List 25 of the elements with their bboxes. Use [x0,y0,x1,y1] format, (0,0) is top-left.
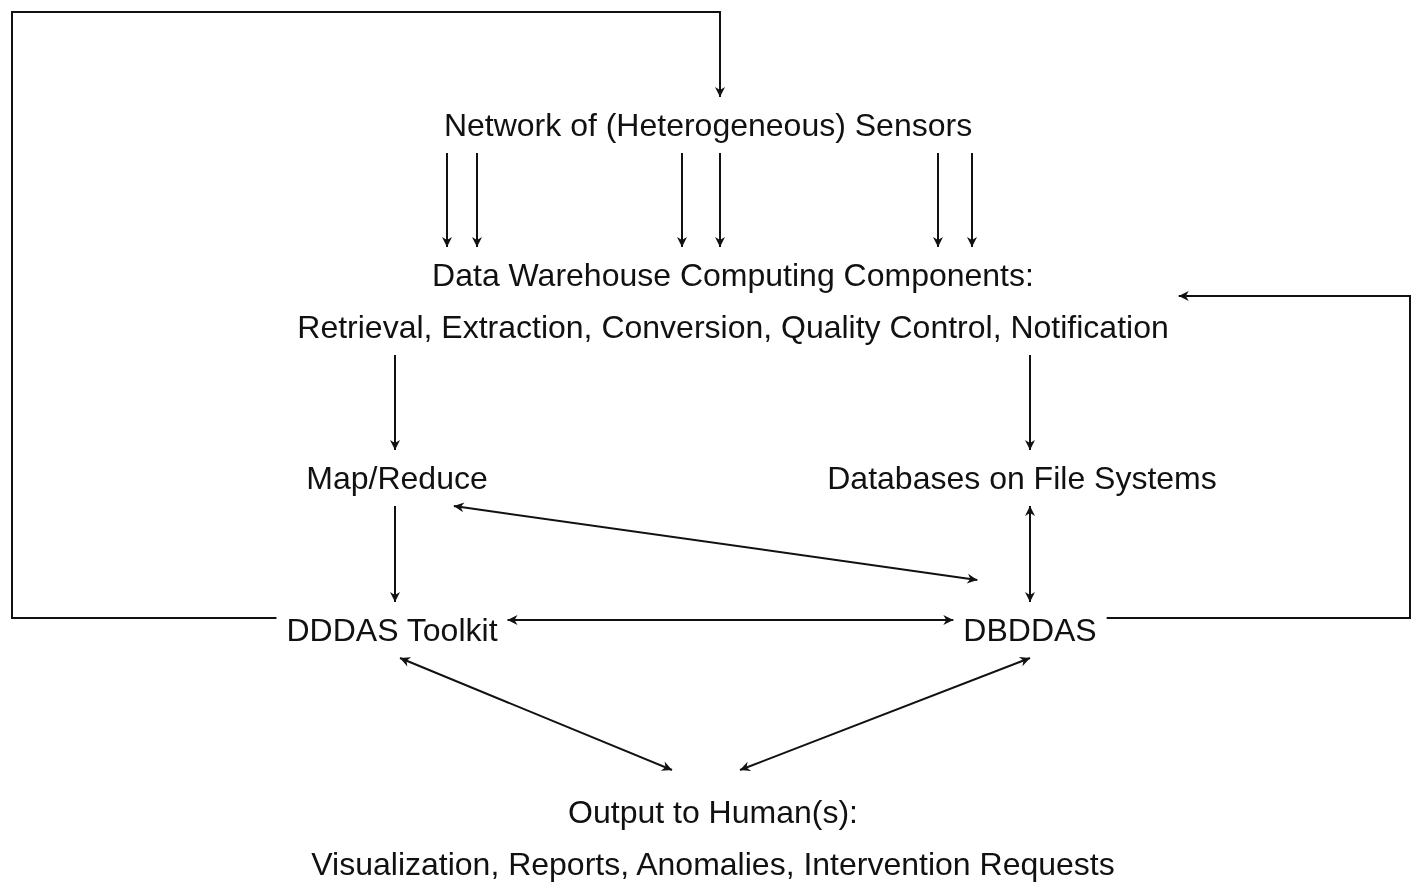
node-label: DDDAS Toolkit [286,611,498,650]
arrow [1025,354,1035,451]
arrow [11,11,725,619]
node-text: Retrieval, Extraction, Conversion, Quality Control, Notification [297,308,1169,347]
arrow [715,152,725,248]
node-heading: Data Warehouse Computing Components: [432,256,1034,295]
arrow [1025,505,1035,603]
node-label: DBDDAS [963,611,1097,650]
arrow [390,505,400,603]
arrow [390,354,400,451]
arrow [399,657,673,771]
arrow [452,502,979,584]
arrow [933,152,943,248]
node-heading: Output to Human(s): [568,793,858,832]
node-text: Visualization, Reports, Anomalies, Intervention Requests [311,845,1115,884]
arrow [677,152,687,248]
arrow [506,615,955,625]
arrow [442,152,452,248]
arrow [472,152,482,248]
arrow [967,152,977,248]
node-label: Map/Reduce [306,459,488,498]
arrow [739,656,1031,772]
node-label: Network of (Heterogeneous) Sensors [443,106,973,145]
node-label: Databases on File Systems [827,459,1217,498]
arrow [1105,291,1411,619]
